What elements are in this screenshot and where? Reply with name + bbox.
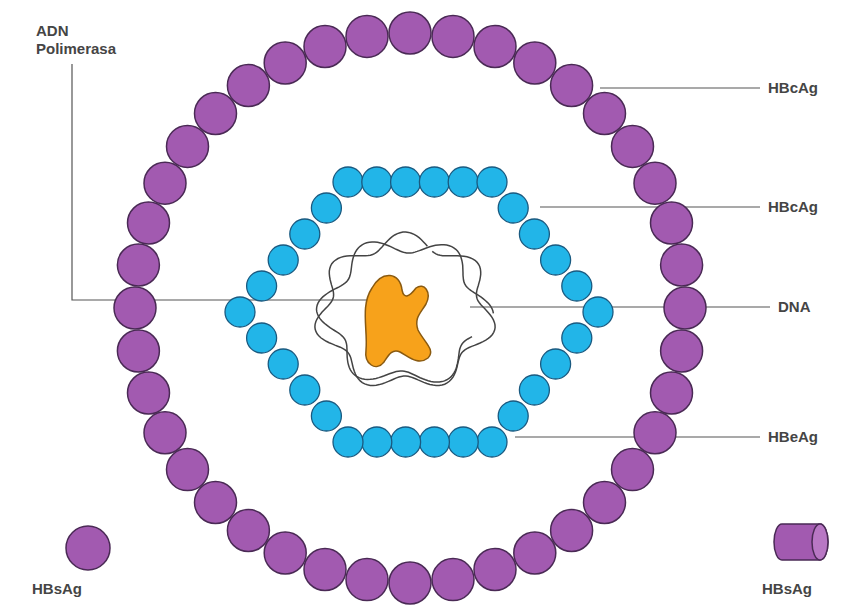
- hbcag-bead: [562, 323, 592, 353]
- antigen-label: HBcAg: [768, 79, 818, 97]
- filament-body: [774, 524, 828, 560]
- hbcag-bead: [498, 193, 528, 223]
- hbsag-bead: [651, 372, 693, 414]
- hbcag-bead: [541, 349, 571, 379]
- hbcag-bead: [311, 193, 341, 223]
- hbcag-bead: [498, 401, 528, 431]
- hbsag-bead: [514, 532, 556, 574]
- hbsag-bead: [634, 412, 676, 454]
- filament-end: [812, 524, 828, 560]
- hbsag-bead: [346, 559, 388, 601]
- antigen-label: HBeAg: [768, 428, 818, 446]
- hbcag-bead: [391, 167, 421, 197]
- hbsag-bead: [195, 482, 237, 524]
- hbcag-bead: [311, 401, 341, 431]
- hbsag-bead: [128, 372, 170, 414]
- hbcag-bead: [268, 349, 298, 379]
- hbsag-bead: [128, 202, 170, 244]
- hbsag-bead: [661, 244, 703, 286]
- leader-line: [540, 206, 760, 207]
- dna-line: [315, 232, 495, 386]
- core-hexagon: [225, 167, 613, 457]
- hbsag-bead: [432, 559, 474, 601]
- hbcag-bead: [477, 167, 507, 197]
- hbcag-bead: [362, 427, 392, 457]
- hbcag-bead: [448, 167, 478, 197]
- hbsag-bead: [117, 244, 159, 286]
- hbsag-bead: [264, 532, 306, 574]
- hbcag-bead: [362, 167, 392, 197]
- hbsag-bead: [514, 42, 556, 84]
- hbsag-bead: [432, 15, 474, 57]
- hbcag-bead: [419, 427, 449, 457]
- dna-line: [317, 242, 494, 382]
- hbcag-bead: [225, 297, 255, 327]
- hbsag-bead: [612, 125, 654, 167]
- hbcag-bead: [247, 323, 277, 353]
- hbsag-bead: [551, 510, 593, 552]
- hbcag-bead: [419, 167, 449, 197]
- leader-line: [470, 306, 770, 307]
- polymerase-label: ADN Polimerasa: [36, 22, 116, 58]
- hbcag-bead: [391, 427, 421, 457]
- hbsag-bead: [167, 125, 209, 167]
- antigen-label: HBsAg: [32, 580, 82, 598]
- hbcag-bead: [268, 245, 298, 275]
- hbsag-bead: [651, 202, 693, 244]
- hbsag-bead: [114, 287, 156, 329]
- hbsag-bead: [264, 42, 306, 84]
- hbsag-bead: [584, 482, 626, 524]
- hbsag-bead: [144, 412, 186, 454]
- hbcag-bead: [333, 427, 363, 457]
- hbsag-bead: [227, 510, 269, 552]
- leader-line: [72, 64, 372, 300]
- hbsag-bead: [304, 26, 346, 68]
- antigen-label: HBcAg: [768, 198, 818, 216]
- hbcag-bead: [333, 167, 363, 197]
- hbsag-bead: [634, 162, 676, 204]
- hbcag-bead: [448, 427, 478, 457]
- hbsag-bead: [389, 12, 431, 54]
- hbcag-bead: [583, 297, 613, 327]
- hbcag-bead: [290, 219, 320, 249]
- hbsag-bead: [474, 26, 516, 68]
- hbsag-bead: [195, 93, 237, 135]
- antigen-label: HBsAg: [762, 580, 812, 598]
- dna-label: DNA: [778, 298, 811, 316]
- hbcag-bead: [290, 375, 320, 405]
- hbsag-bead: [167, 449, 209, 491]
- hbsag-bead: [346, 15, 388, 57]
- hbsag-bead: [227, 65, 269, 107]
- hbcag-bead: [477, 427, 507, 457]
- hbcag-bead: [519, 375, 549, 405]
- hbcag-bead: [247, 271, 277, 301]
- hbsag-bead: [144, 162, 186, 204]
- hbsag-bead: [584, 93, 626, 135]
- hbsag-bead: [664, 287, 706, 329]
- hbsag-bead: [612, 449, 654, 491]
- hbsag-bead: [661, 330, 703, 372]
- hbsag-bead: [117, 330, 159, 372]
- hbsag-bead: [474, 549, 516, 591]
- hbsag-filament: [774, 524, 828, 560]
- surface-ring: [114, 12, 706, 604]
- hbsag-bead: [389, 562, 431, 604]
- hbcag-bead: [562, 271, 592, 301]
- leader-line: [600, 87, 760, 88]
- dna-strand: [315, 232, 495, 386]
- hbsag-sphere: [66, 526, 110, 570]
- hbsag-bead: [551, 65, 593, 107]
- leader-lines: [72, 64, 770, 437]
- hbsag-bead: [304, 549, 346, 591]
- hbcag-bead: [541, 245, 571, 275]
- hbcag-bead: [519, 219, 549, 249]
- polymerase-shape: [365, 275, 430, 366]
